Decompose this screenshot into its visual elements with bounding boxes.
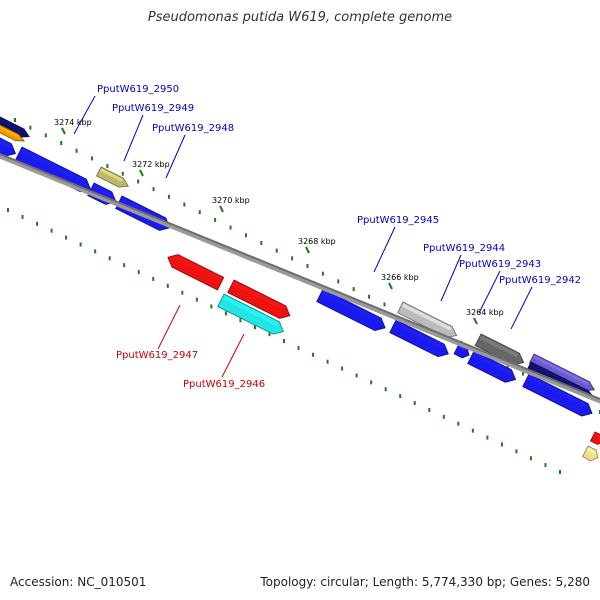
scale-tick-mark bbox=[61, 127, 66, 135]
map-title: Pseudomonas putida W619, complete genome bbox=[147, 10, 453, 25]
gene-feature-slate-right bbox=[528, 353, 596, 392]
accession-text: Accession: NC_010501 bbox=[10, 575, 147, 589]
genome-backbone bbox=[0, 153, 600, 404]
scale-tick-mark bbox=[305, 246, 310, 254]
gene-feature-2942 bbox=[474, 333, 525, 366]
gene-feature-2947 bbox=[167, 254, 225, 291]
backbone-line bbox=[0, 153, 600, 404]
gene-feature-blue-edge bbox=[0, 132, 17, 157]
gene-label: PputW619_2948 bbox=[152, 123, 234, 134]
gene-feature-2943 bbox=[389, 319, 449, 358]
scale-tick-label: 3270 kbp bbox=[212, 196, 250, 205]
gene-label: PputW619_2945 bbox=[357, 215, 439, 226]
gene-label: PputW619_2950 bbox=[97, 84, 179, 95]
scale-tick-mark bbox=[473, 317, 478, 325]
gene-feature-2946 bbox=[217, 293, 285, 335]
gene-feature-blue-right bbox=[522, 373, 593, 417]
gene-label: PputW619_2946 bbox=[183, 379, 265, 390]
gene-label-leader bbox=[478, 270, 501, 314]
gene-label: PputW619_2942 bbox=[499, 275, 581, 286]
scale-tick-mark bbox=[388, 282, 393, 290]
gene-label-leader bbox=[440, 254, 462, 302]
scale-tick-mark bbox=[219, 205, 224, 213]
gene-feature-red-lowerright bbox=[589, 431, 600, 445]
gene-label-leader bbox=[157, 304, 181, 350]
scale-tick-label: 3266 kbp bbox=[381, 273, 419, 282]
gene-label-leader bbox=[510, 286, 533, 330]
gene-feature-2945 bbox=[316, 288, 386, 332]
gene-label: PputW619_2949 bbox=[112, 103, 194, 114]
gene-feature-2947b bbox=[227, 279, 291, 319]
backbone-edge bbox=[0, 153, 600, 400]
gene-label: PputW619_2943 bbox=[459, 259, 541, 270]
gene-features bbox=[0, 111, 600, 462]
scale-tick-label: 3274 kbp bbox=[54, 118, 92, 127]
gene-labels: PputW619_2950PputW619_2949PputW619_2948P… bbox=[73, 84, 581, 390]
gene-label-leader bbox=[165, 134, 186, 179]
scale-tick-mark bbox=[139, 169, 144, 177]
gene-label: PputW619_2944 bbox=[423, 243, 505, 254]
scale-tick-label: 3272 kbp bbox=[132, 160, 170, 169]
gene-label-leader bbox=[73, 95, 96, 135]
gene-label-leader bbox=[221, 333, 245, 378]
gene-feature-2950 bbox=[95, 166, 129, 188]
gene-feature-2944 bbox=[397, 301, 458, 338]
gene-label-leader bbox=[123, 114, 144, 162]
dotted-guides bbox=[7, 118, 600, 474]
gene-label-leader bbox=[373, 226, 396, 273]
scale-tick-label: 3268 kbp bbox=[298, 237, 336, 246]
gene-label: PputW619_2947 bbox=[116, 350, 198, 361]
genome-summary-text: Topology: circular; Length: 5,774,330 bp… bbox=[260, 575, 590, 589]
gene-feature-navy-topleft bbox=[0, 111, 30, 138]
gene-feature-orange-topleft bbox=[0, 119, 26, 142]
scale-tick-label: 3264 kbp bbox=[466, 308, 504, 317]
scale-ticks: 3274 kbp 3272 kbp 3270 kbp 3268 kbp 3266 kbp… bbox=[54, 118, 504, 325]
gene-feature-yellow-lowerright bbox=[582, 445, 599, 462]
gene-feature-2942b bbox=[467, 350, 517, 383]
